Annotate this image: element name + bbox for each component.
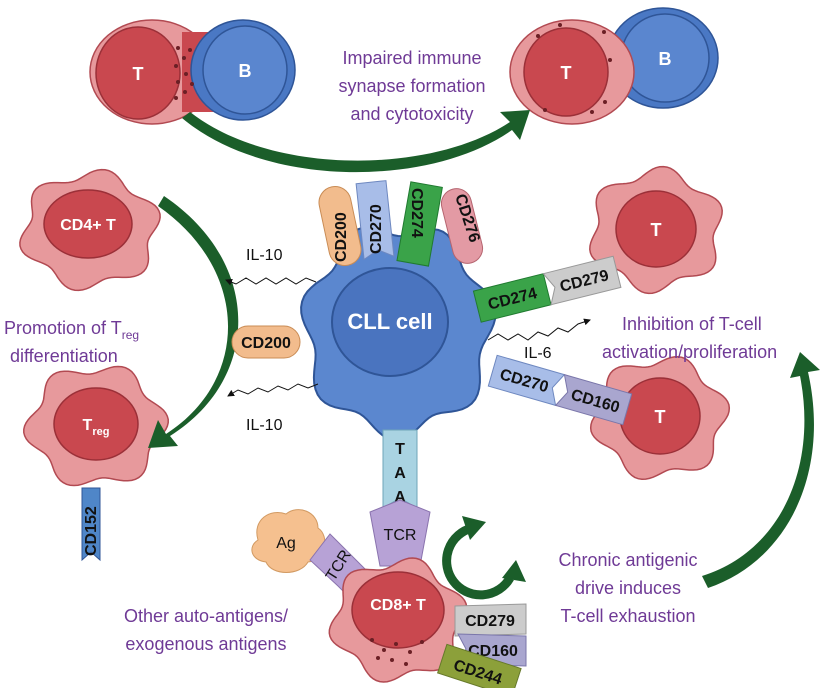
cd200-top: CD200 (318, 186, 362, 266)
antigen-cluster: Ag TCR (251, 509, 367, 601)
cll-cell-nucleus (331, 267, 449, 377)
cd279-lower-label: CD279 (465, 613, 515, 630)
synapse-b-label-left: B (239, 61, 252, 81)
cd274-top-label: CD274 (408, 188, 425, 238)
treg-label: Treg (83, 417, 110, 438)
cd8-t-cell: CD8+ T (328, 557, 468, 683)
taa-letter-2: A (394, 465, 406, 482)
ag-label: Ag (276, 535, 296, 552)
treg-cell-nucleus (53, 387, 139, 461)
t-label-upper-right: T (651, 220, 662, 240)
cll-cell-label: CLL cell (347, 309, 432, 334)
antigens-annotation-line1: Other auto-antigens/ (124, 606, 288, 626)
cd4-t-cell-nucleus (43, 189, 133, 259)
t-cell-nucleus (95, 26, 181, 120)
treg-cell: Treg CD152 (23, 365, 169, 562)
synapse-right-pair: T B (509, 7, 719, 125)
cd276-top: CD276 (440, 188, 484, 264)
cycle-arrow-head-2 (502, 560, 526, 582)
chronic-annotation-line3: T-cell exhaustion (560, 606, 695, 626)
cd152-label: CD152 (83, 506, 100, 556)
chronic-annotation-line1: Chronic antigenic (558, 550, 697, 570)
il10-bottom-squiggle (227, 383, 319, 397)
il10-bottom-label: IL-10 (246, 417, 283, 434)
synapse-arrow (182, 110, 530, 173)
t-cell-nucleus (523, 27, 609, 117)
il10-top-label: IL-10 (246, 247, 283, 264)
t-cell-upper-right: T (589, 165, 723, 295)
cd270-top-label: CD270 (368, 204, 385, 254)
cd274-top: CD274 (396, 181, 443, 267)
granules-right (536, 23, 612, 114)
il6-label: IL-6 (524, 345, 552, 362)
cycle-arrow-arc (442, 523, 514, 600)
cycle-arrow-head-1 (462, 516, 486, 540)
inhibition-annotation-line1: Inhibition of T-cell (622, 314, 762, 334)
cd152-receptor (81, 487, 101, 562)
inhibition-annotation-line2: activation/proliferation (602, 342, 777, 362)
cd279-lower: CD279 (454, 603, 527, 637)
cd200-left-label: CD200 (241, 335, 291, 352)
tcr-cd8-receptor (369, 499, 431, 567)
synapse-annotation-line1: Impaired immune (342, 48, 481, 68)
treg-annotation-line2: differentiation (10, 346, 118, 366)
t-label-lower-right: T (655, 407, 666, 427)
synapse-t-label-left: T (133, 64, 144, 84)
t-cell-nucleus (615, 190, 697, 268)
synapse-t-label-right: T (561, 63, 572, 83)
exhaustion-arrow (702, 352, 820, 588)
cd8-t-cell-nucleus (351, 571, 445, 649)
tcr-cd8-label: TCR (384, 527, 417, 544)
antigens-annotation-line2: exogenous antigens (125, 634, 286, 654)
cd200-top-label: CD200 (333, 212, 350, 262)
t-cell-lower-right: T (589, 356, 731, 480)
treg-annotation-line1: Promotion of Treg (4, 318, 139, 342)
cll-cell: CLL cell (300, 226, 497, 442)
il6-squiggle (487, 318, 591, 341)
cd8-granules (370, 638, 424, 666)
taa-letter-1: T (395, 441, 405, 458)
il10-top-squiggle (225, 277, 317, 286)
synapse-b-label-right: B (659, 49, 672, 69)
synapse-annotation-line3: and cytotoxicity (350, 104, 473, 124)
taa-tcr-stem: T A A TCR (369, 429, 431, 567)
treg-differentiation-arrow (148, 196, 239, 448)
cd4-t-label: CD4+ T (60, 217, 116, 234)
cd4-t-cell: CD4+ T (19, 168, 161, 292)
cd270-top: CD270 (355, 180, 395, 261)
cd200-left: CD200 (231, 325, 301, 359)
granules-left (174, 46, 194, 100)
chronic-annotation-line2: drive induces (575, 578, 681, 598)
cd274-cd279-pair: CD274 CD279 (472, 255, 622, 323)
cd8-t-label: CD8+ T (370, 597, 426, 614)
b-cell-nucleus (202, 25, 288, 115)
synapse-annotation-line2: synapse formation (338, 76, 485, 96)
synapse-left-pair: T B (89, 19, 296, 125)
cd270-cd160-pair: CD270 CD160 (487, 354, 633, 426)
